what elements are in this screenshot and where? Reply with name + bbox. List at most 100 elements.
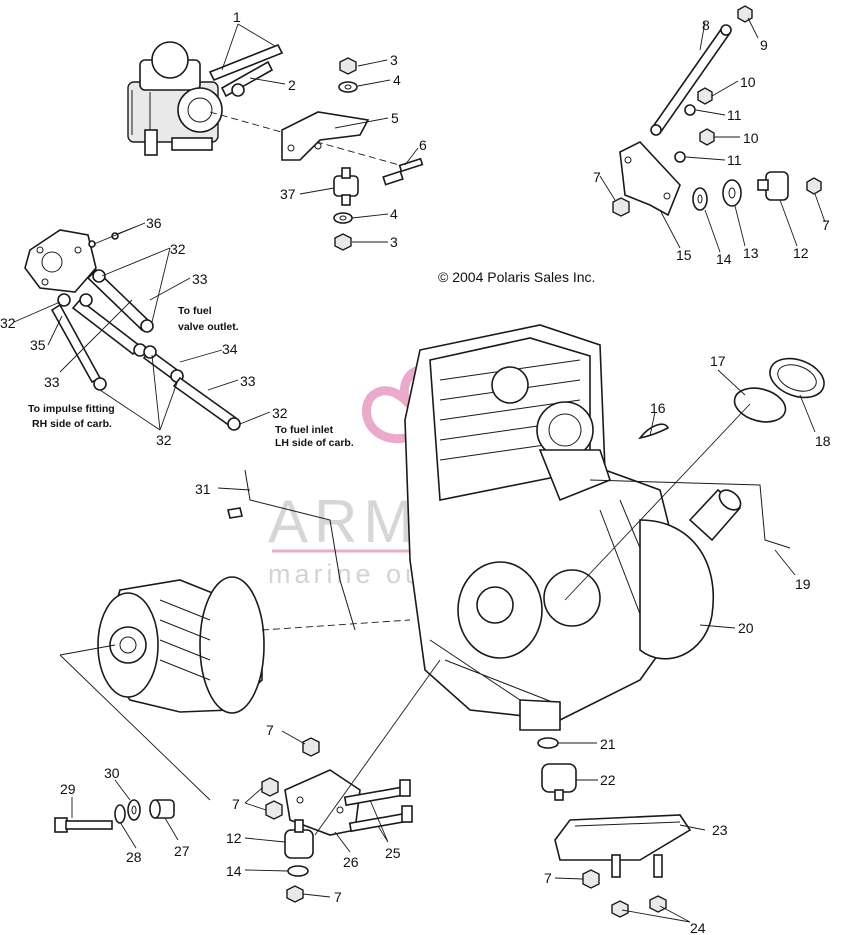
hose-33-upper bbox=[86, 268, 154, 333]
mount-leader bbox=[314, 659, 441, 836]
callout-4-lower: 4 bbox=[390, 206, 398, 222]
callout-30: 30 bbox=[104, 765, 120, 781]
callout-15: 15 bbox=[676, 247, 692, 263]
note-fuel-valve-1: To fuel bbox=[178, 305, 212, 317]
recoil-starter-20 bbox=[639, 519, 714, 660]
nut-3-lower bbox=[334, 233, 352, 251]
bracket-23 bbox=[554, 814, 692, 878]
callout-2: 2 bbox=[288, 77, 296, 93]
hose-33-middle bbox=[71, 293, 147, 357]
bolt-6 bbox=[382, 157, 424, 186]
callout-22: 22 bbox=[600, 772, 616, 788]
nut-10-upper bbox=[697, 87, 713, 105]
callout-21: 21 bbox=[600, 736, 616, 752]
rod-8 bbox=[650, 24, 732, 136]
nuts-24 bbox=[611, 895, 667, 918]
mount-37 bbox=[333, 167, 359, 206]
callout-26: 26 bbox=[343, 854, 359, 870]
washer-11-upper bbox=[684, 104, 696, 116]
callout-18: 18 bbox=[815, 433, 831, 449]
washer-14-upper bbox=[692, 187, 708, 211]
washer-4-lower bbox=[333, 212, 353, 224]
callout-33-c: 33 bbox=[240, 373, 256, 389]
washer-28 bbox=[114, 804, 126, 824]
callout-24: 24 bbox=[690, 920, 706, 935]
bolts-25 bbox=[343, 779, 413, 833]
clutch-dashline bbox=[261, 619, 411, 631]
exhaust-outlet bbox=[688, 488, 742, 542]
washer-21 bbox=[537, 737, 559, 749]
callout-13: 13 bbox=[743, 245, 759, 261]
callout-11-upper: 11 bbox=[727, 107, 742, 123]
nut-9 bbox=[737, 5, 753, 23]
callout-32-c: 32 bbox=[272, 405, 288, 421]
callout-32-d: 32 bbox=[156, 432, 172, 448]
leader-lines bbox=[13, 17, 826, 923]
note-impulse-1: To impulse fitting bbox=[28, 403, 115, 415]
mount-12-lower bbox=[284, 819, 314, 859]
callout-31: 31 bbox=[195, 481, 211, 497]
nut-7-right bbox=[806, 177, 822, 195]
drive-clutch bbox=[97, 576, 265, 714]
callout-17: 17 bbox=[710, 353, 726, 369]
spacer-27 bbox=[149, 799, 175, 819]
clutch-face-leader bbox=[59, 644, 116, 656]
note-fuel-inlet-1: To fuel inlet bbox=[275, 424, 334, 436]
callout-16: 16 bbox=[650, 400, 666, 416]
callout-12-upper: 12 bbox=[793, 245, 809, 261]
carburetor bbox=[127, 41, 223, 156]
carb-cables bbox=[208, 43, 284, 98]
note-impulse-2: RH side of carb. bbox=[32, 418, 112, 430]
washer-11-lower bbox=[674, 151, 686, 163]
callout-37: 37 bbox=[280, 186, 296, 202]
callout-3-lower: 3 bbox=[390, 234, 398, 250]
callout-35: 35 bbox=[30, 337, 46, 353]
nut-7-mount-b bbox=[265, 800, 283, 820]
callout-12-lower: 12 bbox=[226, 830, 242, 846]
mount-12-upper bbox=[757, 171, 789, 201]
nut-10-lower bbox=[699, 128, 715, 146]
nut-7-bracket23 bbox=[582, 869, 600, 889]
callout-34: 34 bbox=[222, 341, 238, 357]
nut-7-mount-a bbox=[261, 777, 279, 797]
boot-18 bbox=[769, 357, 825, 399]
callout-32-b: 32 bbox=[0, 315, 16, 331]
callout-28: 28 bbox=[126, 849, 142, 865]
note-fuel-inlet-2: LH side of carb. bbox=[275, 437, 354, 449]
callout-14-lower: 14 bbox=[226, 863, 242, 879]
callout-20: 20 bbox=[738, 620, 754, 636]
callout-25: 25 bbox=[385, 845, 401, 861]
callout-7-single: 7 bbox=[266, 722, 274, 738]
callout-1: 1 bbox=[233, 9, 241, 25]
engine-block bbox=[404, 324, 691, 731]
callout-7-pair: 7 bbox=[232, 796, 240, 812]
callout-7-bracket23: 7 bbox=[544, 870, 552, 886]
callout-labels: 1 2 3 4 5 6 37 4 3 8 9 10 11 10 11 7 15 … bbox=[0, 9, 831, 935]
washer-14-lower bbox=[287, 865, 309, 877]
bracket-15 bbox=[619, 141, 681, 217]
nut-3-upper bbox=[339, 57, 357, 75]
bolt-29 bbox=[54, 817, 113, 833]
callout-14-upper: 14 bbox=[716, 251, 732, 267]
callout-10-upper: 10 bbox=[740, 74, 756, 90]
washer-4-upper bbox=[338, 81, 358, 93]
hose-19 bbox=[589, 479, 791, 549]
callout-33-a: 33 bbox=[192, 271, 208, 287]
callout-33-b: 33 bbox=[44, 374, 60, 390]
fuel-pump bbox=[24, 229, 119, 293]
clip-16 bbox=[638, 423, 670, 440]
nut-7-lower bbox=[286, 885, 304, 903]
callout-36: 36 bbox=[146, 215, 162, 231]
callout-23: 23 bbox=[712, 822, 728, 838]
callout-7-right: 7 bbox=[822, 217, 830, 233]
callout-32-a: 32 bbox=[170, 241, 186, 257]
hose-35 bbox=[50, 293, 107, 391]
clutch-bolt-leader bbox=[59, 654, 211, 801]
nut-7-single bbox=[302, 737, 320, 757]
note-fuel-valve-2: valve outlet. bbox=[178, 321, 239, 333]
hose-33-lower bbox=[172, 376, 241, 431]
copyright-text: © 2004 Polaris Sales Inc. bbox=[438, 269, 595, 285]
callout-4-upper: 4 bbox=[393, 72, 401, 88]
hose-34 bbox=[142, 345, 184, 383]
